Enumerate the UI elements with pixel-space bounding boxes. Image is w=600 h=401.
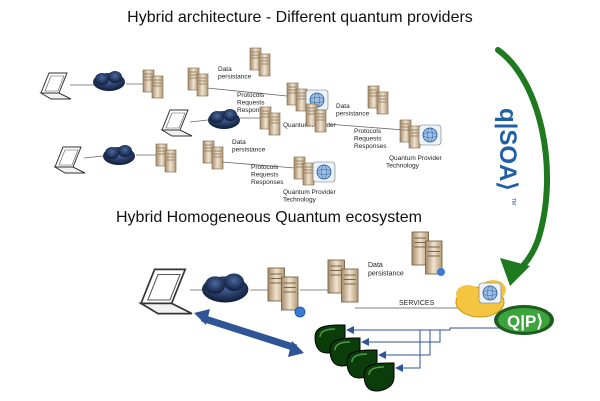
protocols-label: Protocols Requests Responses: [237, 92, 270, 114]
quantum-processor-icon: [418, 124, 442, 146]
double-arrow: [200, 314, 298, 352]
laptop-icon: [54, 146, 86, 174]
web-server-icon: [268, 268, 298, 310]
data-label: Data persistance: [336, 103, 370, 118]
middle-title: Hybrid Homogeneous Quantum ecosystem: [116, 209, 422, 226]
cloud-icon: [93, 71, 125, 91]
svg-text:TM: TM: [510, 198, 516, 205]
protocols-label: Protocols Requests Responses: [251, 164, 284, 186]
data-label: Data persistance: [368, 262, 404, 278]
server-icon: [260, 107, 280, 135]
server-icon: [143, 70, 163, 98]
quantum-processor-icon: [312, 161, 336, 183]
services-label: SERVICES: [399, 300, 435, 307]
laptop-icon: [40, 72, 72, 100]
laptop-icon: [140, 268, 193, 315]
data-label: Data persistance: [232, 139, 266, 154]
server-icon: [156, 144, 176, 172]
server-icon: [188, 68, 208, 96]
top-row-1: Data persistance Protocols Requests Resp…: [40, 48, 337, 129]
server-icon: [328, 260, 358, 302]
service-connectors: [346, 326, 500, 372]
svg-text:Q|P⟩: Q|P⟩: [507, 312, 543, 331]
svg-text:q|SOA⟩: q|SOA⟩: [494, 108, 521, 191]
server-icon: [400, 120, 420, 148]
globe-icon: [294, 306, 306, 318]
qsoa-logo: q|SOA⟩ TM: [494, 108, 521, 205]
top-row-2: Data persistance Protocols Requests Resp…: [161, 86, 444, 170]
quantum-processor-icon: [478, 282, 502, 304]
cloud-icon: [208, 109, 240, 129]
database-server-icon: [250, 48, 270, 76]
database-server-icon: [368, 86, 388, 114]
provider-label: Quantum Provider Technology: [283, 189, 338, 204]
laptop-icon: [161, 109, 193, 137]
transition-arrow: [495, 47, 551, 275]
cloud-icon: [202, 273, 249, 303]
database-server-icon: [412, 232, 442, 274]
provider-label: Quantum Provider Technology: [386, 155, 444, 170]
data-label: Data persistance: [218, 66, 252, 81]
database-icon: [437, 268, 445, 276]
svg-text:TM: TM: [547, 308, 554, 314]
cloud-icon: [103, 145, 135, 165]
server-icon: [294, 157, 314, 185]
transition-arrow-head: [500, 258, 530, 286]
qp-logo: Q|P⟩ TM: [494, 305, 554, 335]
protocols-label: Protocols Requests Responses: [354, 128, 387, 150]
server-icon: [287, 83, 307, 111]
top-title: Hybrid architecture - Different quantum …: [127, 9, 473, 26]
qpu-leaf-icon: [363, 362, 395, 392]
bottom-ecosystem: Data persistance SERVICES Q|P⟩ TM: [140, 232, 554, 392]
server-icon: [203, 141, 223, 169]
top-row-3: Data persistance Protocols Requests Resp…: [54, 139, 338, 204]
